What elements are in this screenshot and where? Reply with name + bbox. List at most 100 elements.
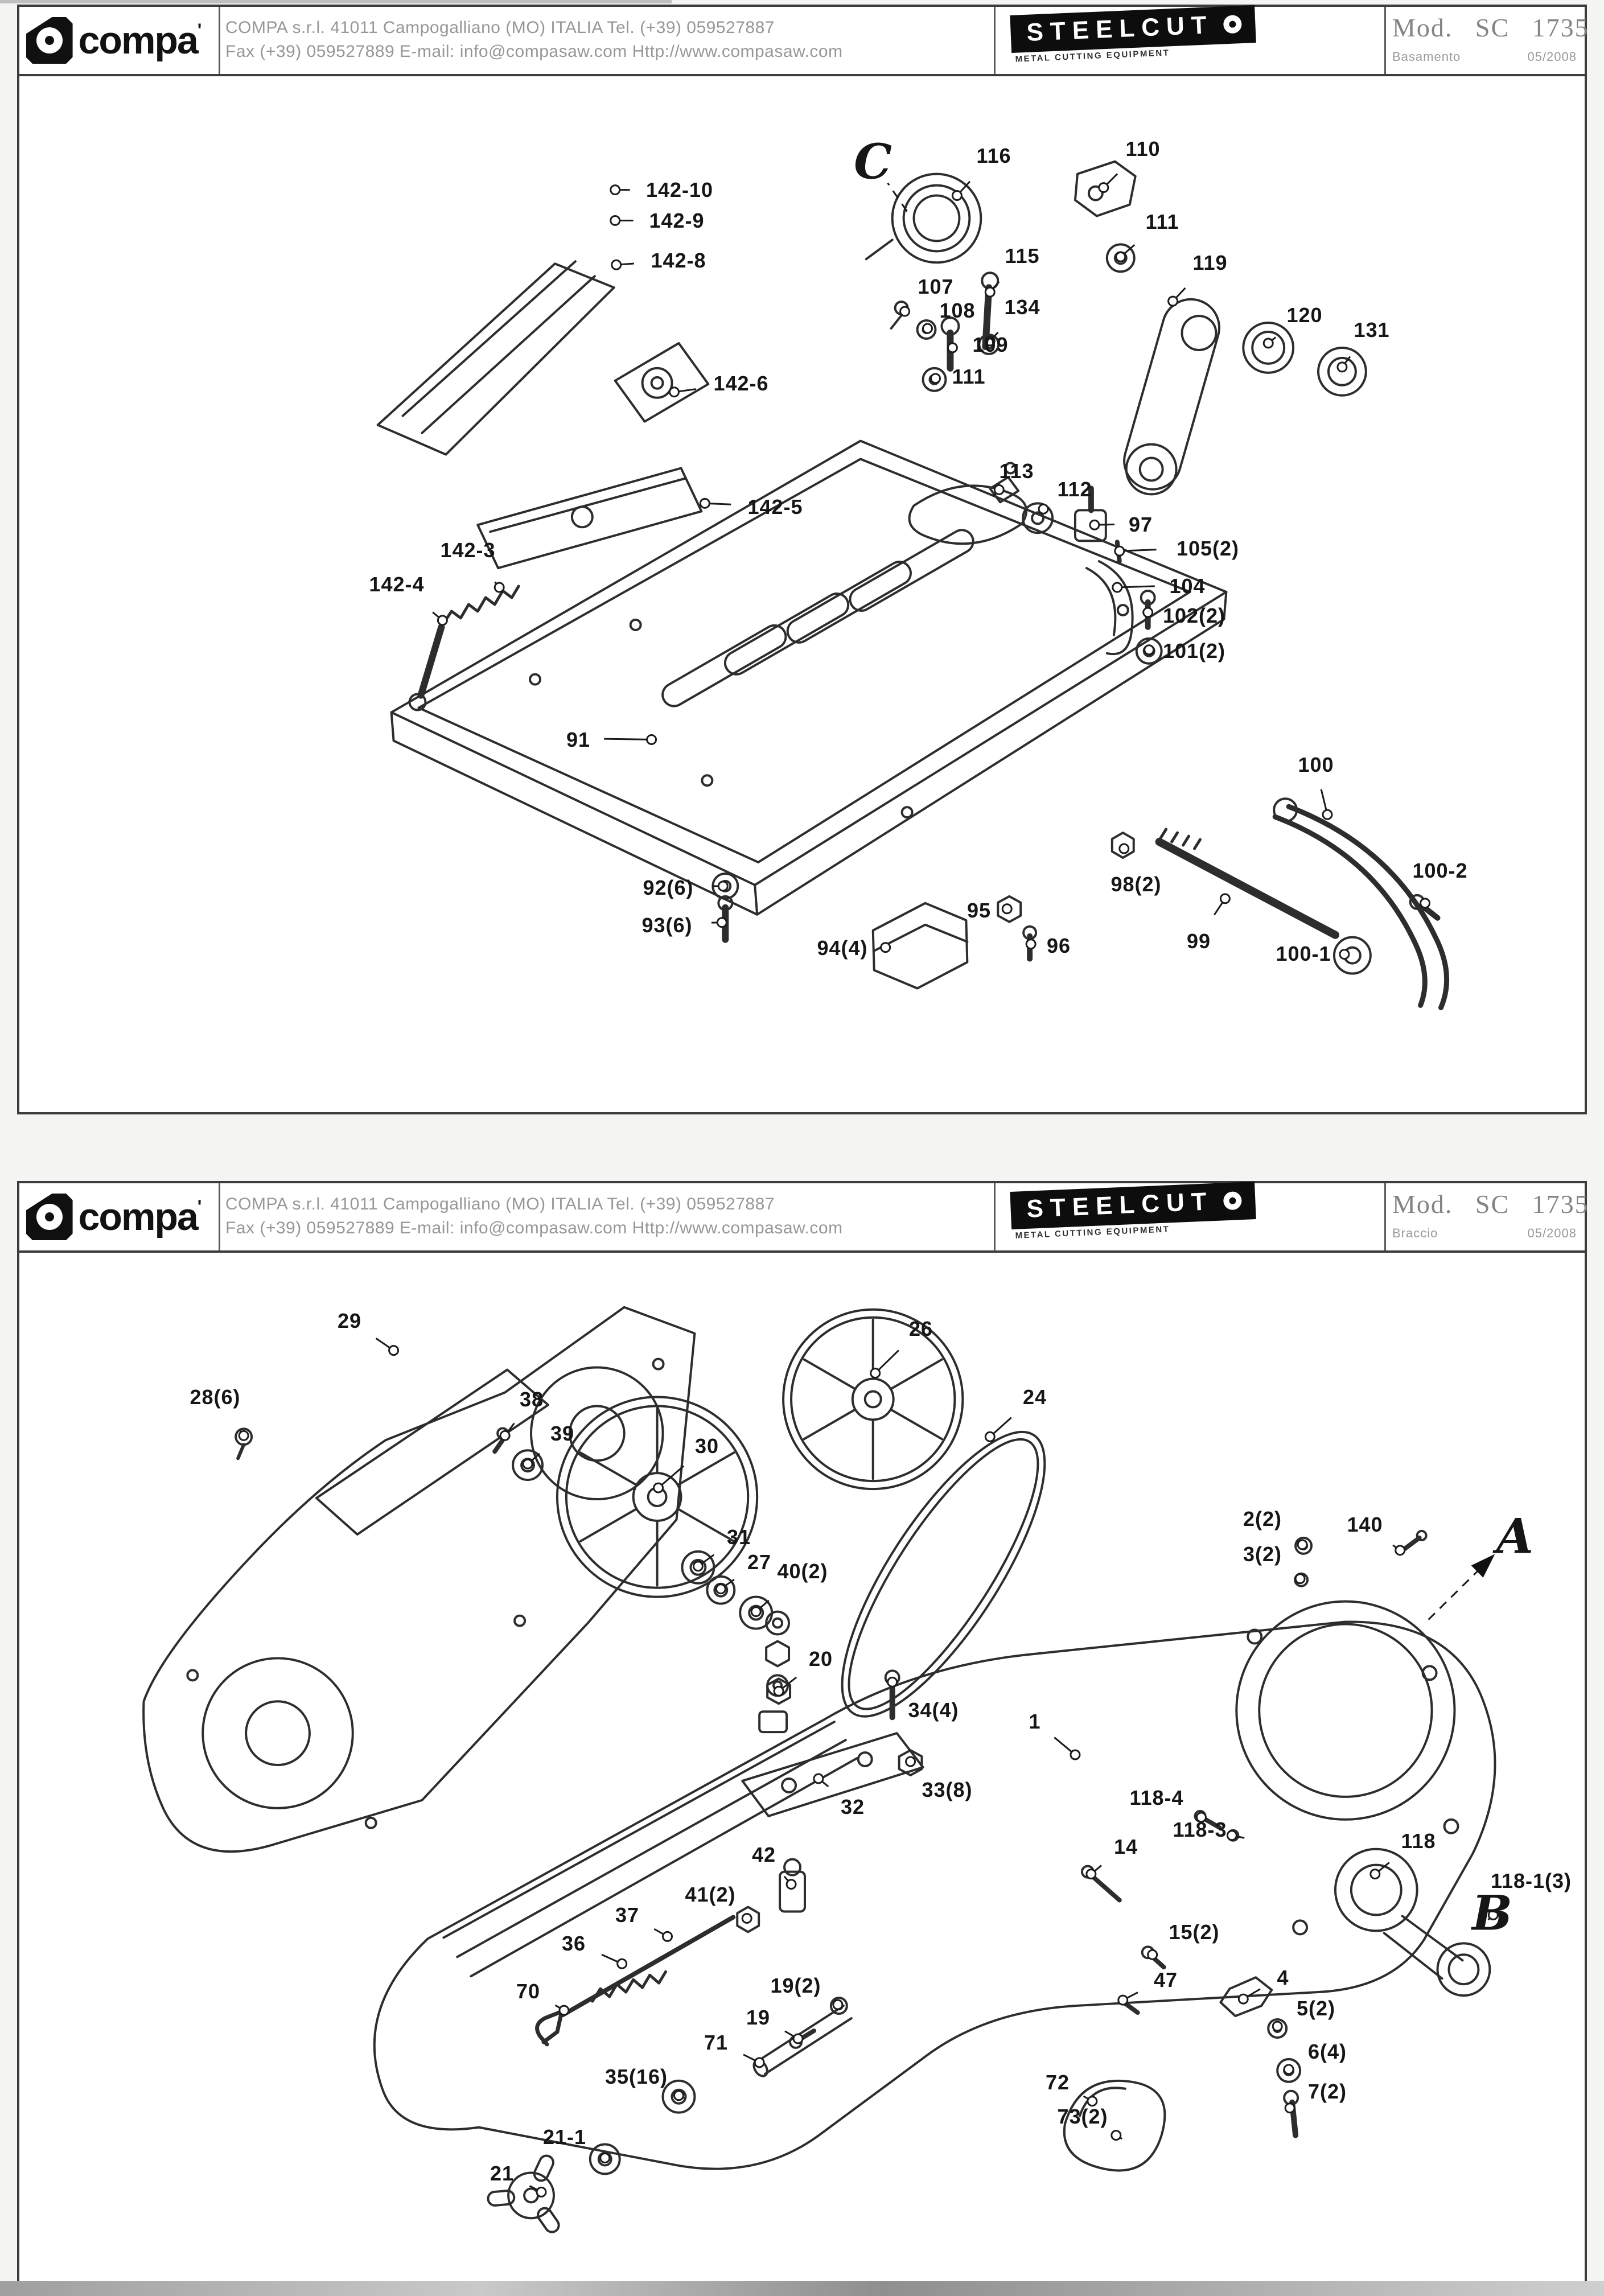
part-label-30: 30 xyxy=(694,1434,719,1458)
saw-disc-icon xyxy=(36,1204,63,1230)
part-label-111: 111 xyxy=(952,365,986,388)
part-point xyxy=(493,582,505,593)
part-label-92(6): 92(6) xyxy=(643,876,694,899)
part-label-27: 27 xyxy=(747,1550,772,1574)
part-label-100: 100 xyxy=(1298,753,1334,776)
part-point xyxy=(1144,644,1155,656)
part-point xyxy=(662,1931,673,1942)
compa-logo-icon xyxy=(26,1194,73,1240)
part-point xyxy=(1272,2021,1283,2032)
leader-line xyxy=(887,182,908,212)
part-point xyxy=(522,1458,533,1470)
part-point xyxy=(1118,843,1130,854)
part-label-116: 116 xyxy=(976,144,1011,167)
part-point xyxy=(1195,1812,1207,1823)
part-point xyxy=(1001,903,1013,915)
part-label-118: 118 xyxy=(1401,1829,1436,1853)
view-letter-A: A xyxy=(1496,1508,1535,1565)
part-label-142-4: 142-4 xyxy=(369,573,425,596)
part-point xyxy=(899,306,911,317)
part-point xyxy=(930,373,941,384)
company-logo: compa' xyxy=(19,7,207,74)
part-point xyxy=(984,1431,996,1442)
saw-disc-icon xyxy=(36,27,63,54)
part-point xyxy=(610,215,621,226)
part-label-39: 39 xyxy=(550,1422,575,1445)
part-point xyxy=(1226,1830,1237,1841)
part-point xyxy=(1322,809,1333,820)
part-point xyxy=(1114,545,1125,557)
part-label-6(4): 6(4) xyxy=(1307,2040,1347,2063)
part-label-142-8: 142-8 xyxy=(651,249,706,272)
part-label-7(2): 7(2) xyxy=(1307,2080,1347,2103)
part-label-96: 96 xyxy=(1046,934,1071,957)
part-label-100-1: 100-1 xyxy=(1276,942,1331,965)
part-label-120: 120 xyxy=(1286,303,1323,327)
part-label-21: 21 xyxy=(490,2162,515,2185)
part-point xyxy=(1115,251,1126,262)
part-label-104: 104 xyxy=(1169,574,1206,598)
part-label-34(4): 34(4) xyxy=(908,1698,959,1722)
part-point xyxy=(692,1561,704,1572)
logo-wordmark: compa' xyxy=(78,19,202,62)
part-label-47: 47 xyxy=(1153,1968,1178,1991)
part-label-142-5: 142-5 xyxy=(747,495,803,519)
part-label-41(2): 41(2) xyxy=(685,1883,736,1906)
part-point xyxy=(716,917,727,928)
part-point xyxy=(750,1606,762,1618)
part-point xyxy=(905,1756,916,1767)
part-point xyxy=(922,323,933,334)
part-point xyxy=(616,1958,628,1969)
company-line2: Fax (+39) 059527889 E-mail: info@compasa… xyxy=(225,1219,843,1237)
part-point xyxy=(1420,898,1431,909)
part-label-20: 20 xyxy=(808,1647,833,1670)
part-point xyxy=(1117,1994,1129,2006)
compa-logo-icon xyxy=(26,17,73,64)
part-label-32: 32 xyxy=(840,1795,865,1818)
revision-date: 05/2008 xyxy=(1527,1226,1577,1240)
part-point xyxy=(832,1999,844,2010)
part-point xyxy=(1487,1909,1499,1920)
header-divider xyxy=(219,7,220,74)
part-point xyxy=(951,190,963,201)
part-point xyxy=(993,484,1005,495)
header-divider xyxy=(994,1183,996,1250)
part-point xyxy=(611,259,622,270)
part-label-91: 91 xyxy=(566,728,591,751)
part-label-142-3: 142-3 xyxy=(440,538,496,562)
part-label-93(6): 93(6) xyxy=(641,914,693,937)
model-number: Mod. SC 1735 xyxy=(1392,1190,1589,1219)
part-point xyxy=(238,1430,249,1441)
part-point xyxy=(1070,1749,1081,1760)
part-point xyxy=(717,880,729,892)
part-label-102(2): 102(2) xyxy=(1162,604,1226,627)
part-point xyxy=(673,2090,684,2101)
part-point xyxy=(984,335,996,347)
part-label-5(2): 5(2) xyxy=(1296,1997,1336,2020)
part-point xyxy=(1219,893,1231,904)
view-letter-B: B xyxy=(1472,1884,1513,1941)
exploded-drawing-braccio xyxy=(142,1306,1496,2233)
brand-badge: STEELCUT METAL CUTTING EQUIPMENT xyxy=(1010,5,1257,64)
part-label-33(8): 33(8) xyxy=(922,1778,973,1801)
leader-line xyxy=(657,1465,685,1489)
sheet-braccio: compa' COMPA s.r.l. 41011 Campogalliano … xyxy=(17,1181,1589,2291)
view-letter-C: C xyxy=(854,133,893,190)
part-label-131: 131 xyxy=(1354,318,1390,341)
part-label-72: 72 xyxy=(1045,2071,1070,2094)
part-point xyxy=(880,942,891,953)
part-point xyxy=(1237,1993,1249,2005)
part-label-109: 109 xyxy=(972,333,1009,356)
part-label-140: 140 xyxy=(1347,1513,1383,1536)
part-point xyxy=(1112,582,1123,593)
part-label-134: 134 xyxy=(1004,295,1040,319)
part-point xyxy=(646,734,657,745)
brand-name: STEELCUT xyxy=(1026,1187,1214,1223)
part-label-118-1(3): 118-1(3) xyxy=(1490,1869,1572,1892)
part-label-19: 19 xyxy=(746,2006,771,2029)
part-point xyxy=(610,184,621,196)
company-logo: compa' xyxy=(19,1183,207,1250)
part-label-14: 14 xyxy=(1113,1835,1138,1858)
part-label-112: 112 xyxy=(1057,478,1092,501)
